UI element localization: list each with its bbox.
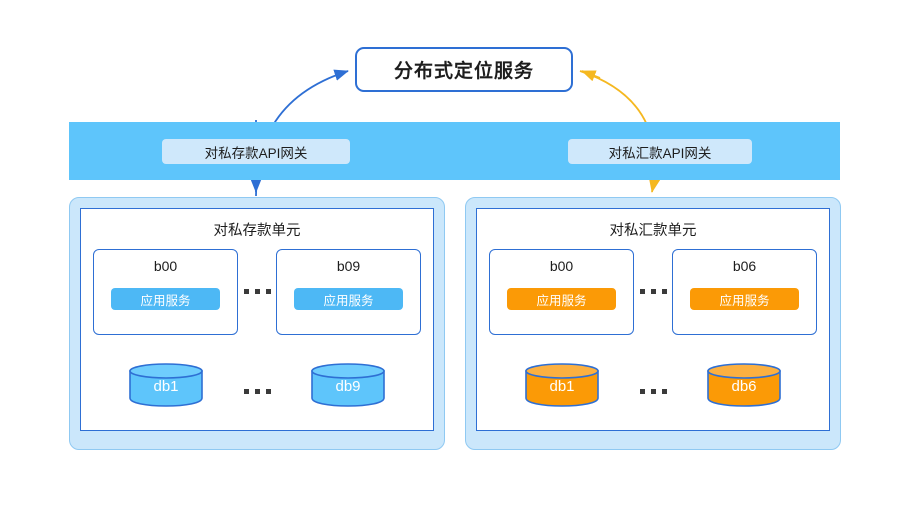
unit-inner-remittance: 对私汇款单元 b00 应用服务 b06 应用服务 — [476, 208, 830, 431]
database-label: db1 — [549, 378, 575, 395]
app-service-label: 应用服务 — [719, 293, 770, 308]
gateway-remittance-label: 对私汇款API网关 — [608, 145, 712, 161]
database-db9-deposit[interactable]: db9 — [310, 362, 386, 407]
database-label: db9 — [335, 378, 361, 395]
unit-container-deposit: 对私存款单元 b00 应用服务 b09 应用服务 — [69, 197, 445, 450]
database-db1-deposit[interactable]: db1 — [128, 362, 204, 407]
cylinder-icon — [129, 363, 203, 407]
database-db1-remittance[interactable]: db1 — [524, 362, 600, 407]
unit-title-remittance: 对私汇款单元 — [609, 223, 697, 239]
gateway-deposit[interactable]: 对私存款API网关 — [162, 139, 350, 164]
app-service-pill[interactable]: 应用服务 — [111, 288, 220, 310]
node-box-b00-remittance[interactable]: b00 应用服务 — [489, 249, 634, 335]
unit-inner-deposit: 对私存款单元 b00 应用服务 b09 应用服务 — [80, 208, 434, 431]
arrow-right-unit-to-service — [581, 70, 601, 82]
node-name: b00 — [153, 258, 178, 274]
app-service-label: 应用服务 — [140, 293, 191, 308]
node-name: b00 — [549, 258, 574, 274]
node-name: b06 — [732, 258, 757, 274]
gateway-deposit-label: 对私存款API网关 — [204, 145, 308, 161]
node-box-b09-deposit[interactable]: b09 应用服务 — [276, 249, 421, 335]
app-service-label: 应用服务 — [323, 293, 374, 308]
app-service-pill[interactable]: 应用服务 — [690, 288, 799, 310]
node-box-b00-deposit[interactable]: b00 应用服务 — [93, 249, 238, 335]
ellipsis-databases-remittance — [477, 389, 829, 394]
page-title: 分布式定位服务 — [393, 61, 534, 82]
node-box-b06-remittance[interactable]: b06 应用服务 — [672, 249, 817, 335]
ellipsis-nodes-deposit — [81, 289, 433, 294]
cylinder-icon — [707, 363, 781, 407]
app-service-pill[interactable]: 应用服务 — [294, 288, 403, 310]
ellipsis-databases-deposit — [81, 389, 433, 394]
cylinder-icon — [311, 363, 385, 407]
database-db6-remittance[interactable]: db6 — [706, 362, 782, 407]
node-name: b09 — [336, 258, 361, 274]
gateway-remittance[interactable]: 对私汇款API网关 — [568, 139, 752, 164]
app-service-label: 应用服务 — [536, 293, 587, 308]
unit-container-remittance: 对私汇款单元 b00 应用服务 b06 应用服务 — [465, 197, 841, 450]
cylinder-icon — [525, 363, 599, 407]
database-label: db1 — [153, 378, 179, 395]
unit-title-deposit: 对私存款单元 — [213, 223, 301, 239]
app-service-pill[interactable]: 应用服务 — [507, 288, 616, 310]
ellipsis-nodes-remittance — [477, 289, 829, 294]
database-label: db6 — [731, 378, 757, 395]
distributed-locator-service-box[interactable]: 分布式定位服务 — [355, 47, 573, 92]
